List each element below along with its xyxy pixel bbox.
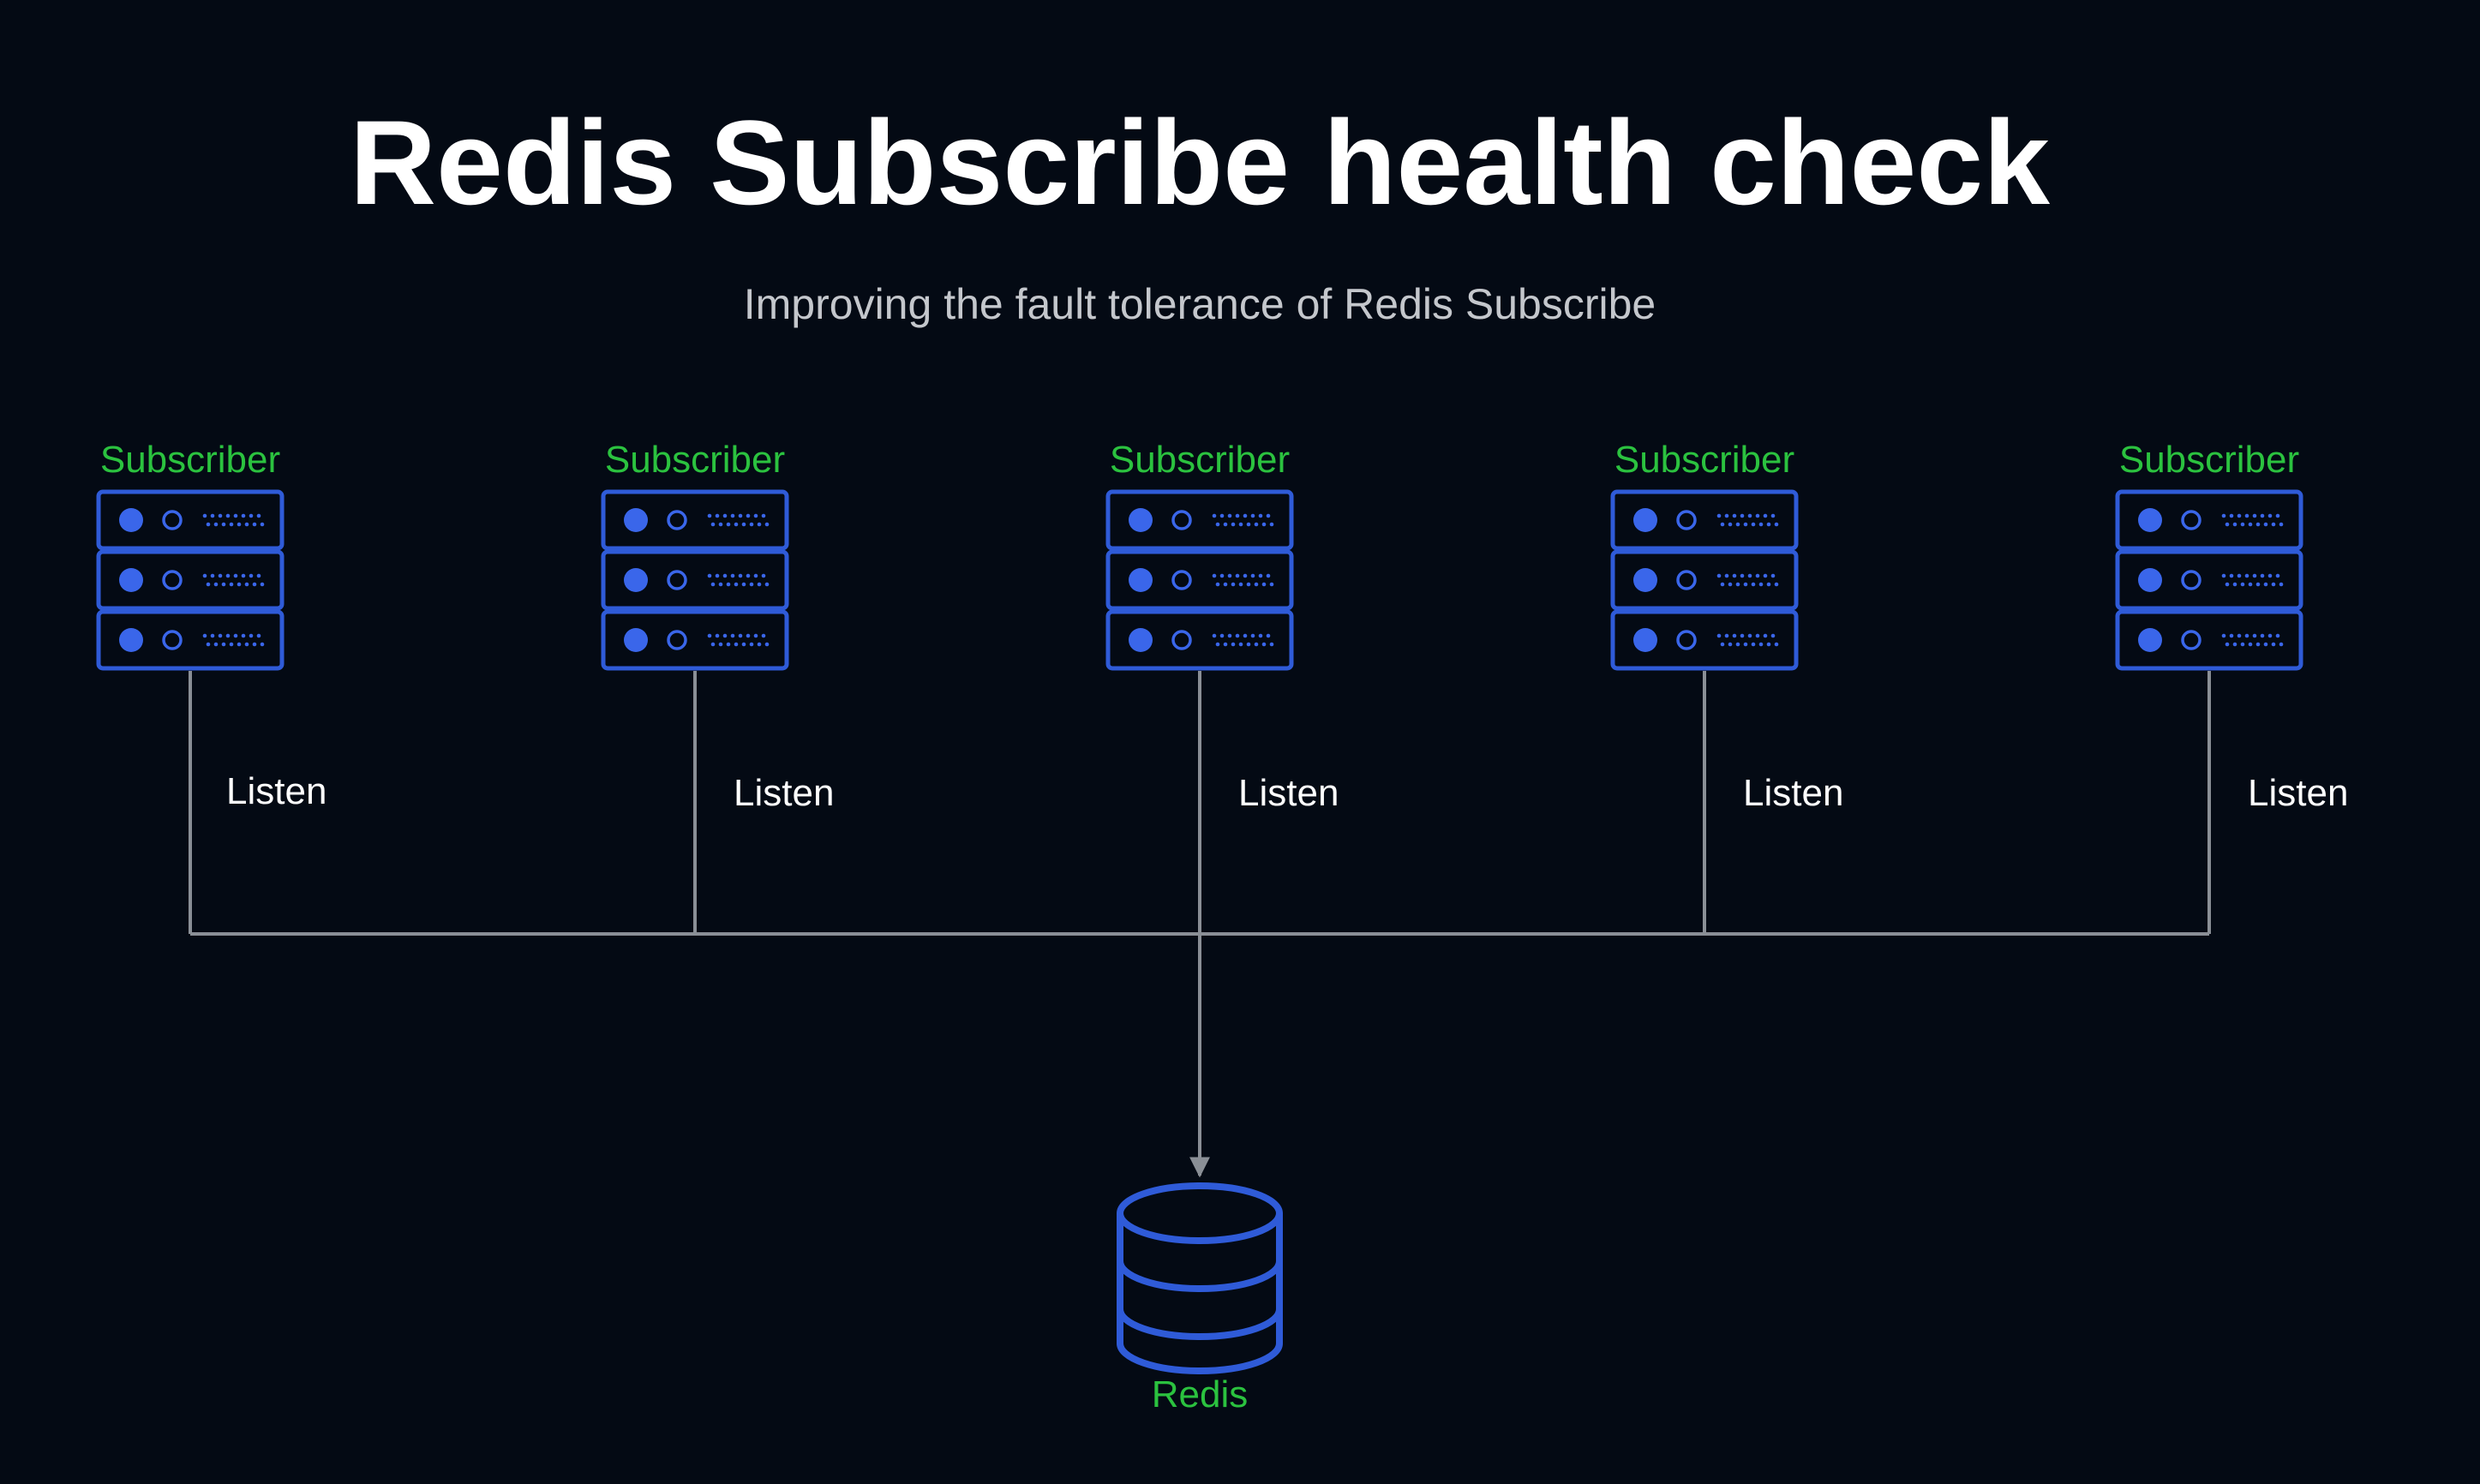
subscriber-label: Subscriber <box>605 439 785 481</box>
slide-subtitle: Improving the fault tolerance of Redis S… <box>744 280 1656 328</box>
subscriber-node: Subscriber <box>601 439 789 671</box>
subscriber-label: Subscriber <box>1614 439 1794 481</box>
server-rack-icon <box>601 489 789 671</box>
listen-label: Listen <box>226 770 326 812</box>
subscriber-node: Subscriber <box>96 439 285 671</box>
subscriber-label: Subscriber <box>100 439 280 481</box>
listen-label: Listen <box>2248 772 2348 814</box>
subscriber-label: Subscriber <box>1110 439 1290 481</box>
listen-label: Listen <box>734 772 834 814</box>
server-rack-icon <box>1610 489 1799 671</box>
subscriber-node: Subscriber <box>1610 439 1799 671</box>
slide-title: Redis Subscribe health check <box>350 95 2050 230</box>
server-rack-icon <box>1105 489 1294 671</box>
connector-lines: Listen Listen Listen Listen Listen <box>189 671 2348 1178</box>
listen-label: Listen <box>1743 772 1843 814</box>
redis-node: Redis <box>1117 1182 1283 1415</box>
server-rack-icon <box>2115 489 2303 671</box>
subscriber-node: Subscriber <box>2115 439 2303 671</box>
subscriber-node: Subscriber <box>1105 439 1294 671</box>
redis-label: Redis <box>1152 1373 1249 1415</box>
listen-label: Listen <box>1238 772 1339 814</box>
subscriber-nodes: Subscriber Subscriber Subscriber Subscriber… <box>96 439 2303 671</box>
database-icon <box>1117 1182 1283 1374</box>
subscriber-label: Subscriber <box>2119 439 2299 481</box>
server-rack-icon <box>96 489 285 671</box>
